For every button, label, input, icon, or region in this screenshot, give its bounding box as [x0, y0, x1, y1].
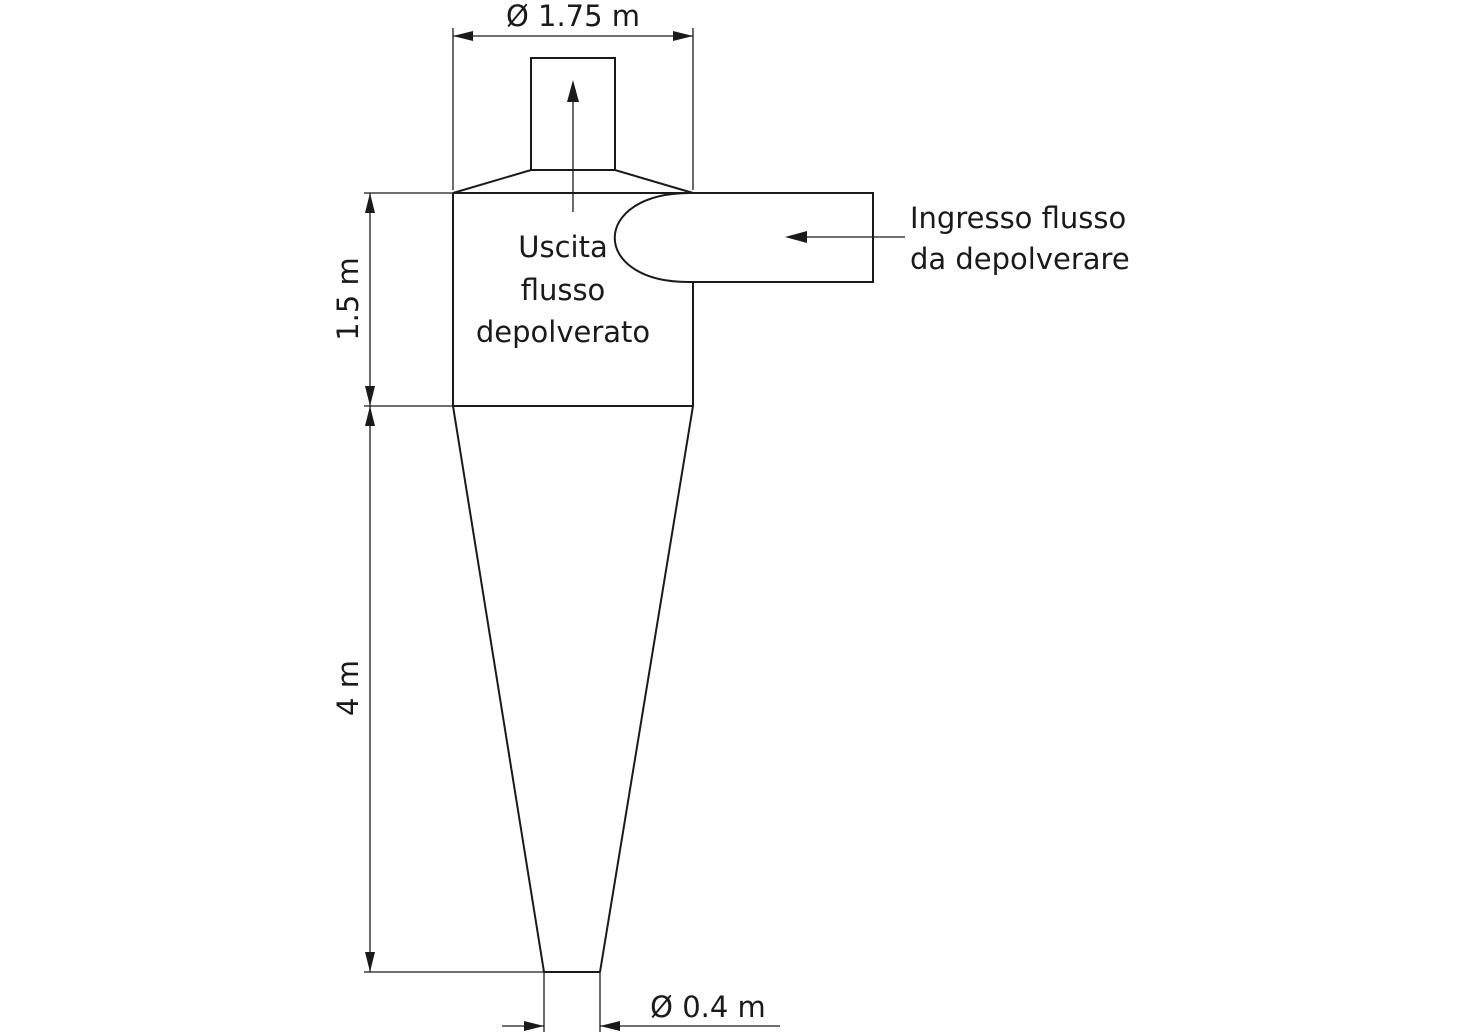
outlet-label-line-3: depolverato	[476, 315, 650, 349]
inlet-duct	[613, 192, 874, 283]
cone-height-dimension	[364, 406, 544, 973]
cone-right-side	[599, 405, 694, 973]
outlet-label-line-2: flusso	[521, 273, 606, 307]
cyclone-body	[452, 57, 694, 973]
inlet-label-line-1: Ingresso flusso	[910, 201, 1126, 235]
cylinder-height-dimension	[364, 192, 453, 407]
outlet-flow-arrow	[567, 80, 579, 212]
bottom-diameter-dimension	[502, 972, 780, 1032]
cylinder-height-label: 1.5 m	[331, 257, 365, 341]
cone-left-side	[452, 405, 545, 973]
bottom-diameter-label: Ø 0.4 m	[650, 990, 766, 1024]
inlet-flow-arrow	[785, 231, 905, 243]
outlet-label-line-1: Uscita	[518, 230, 607, 264]
top-diameter-label: Ø 1.75 m	[506, 0, 640, 33]
outlet-pipe	[530, 57, 616, 170]
cone-height-label: 4 m	[331, 660, 365, 716]
top-diameter-dimension	[452, 28, 694, 190]
inlet-label-line-2: da depolverare	[910, 242, 1130, 276]
